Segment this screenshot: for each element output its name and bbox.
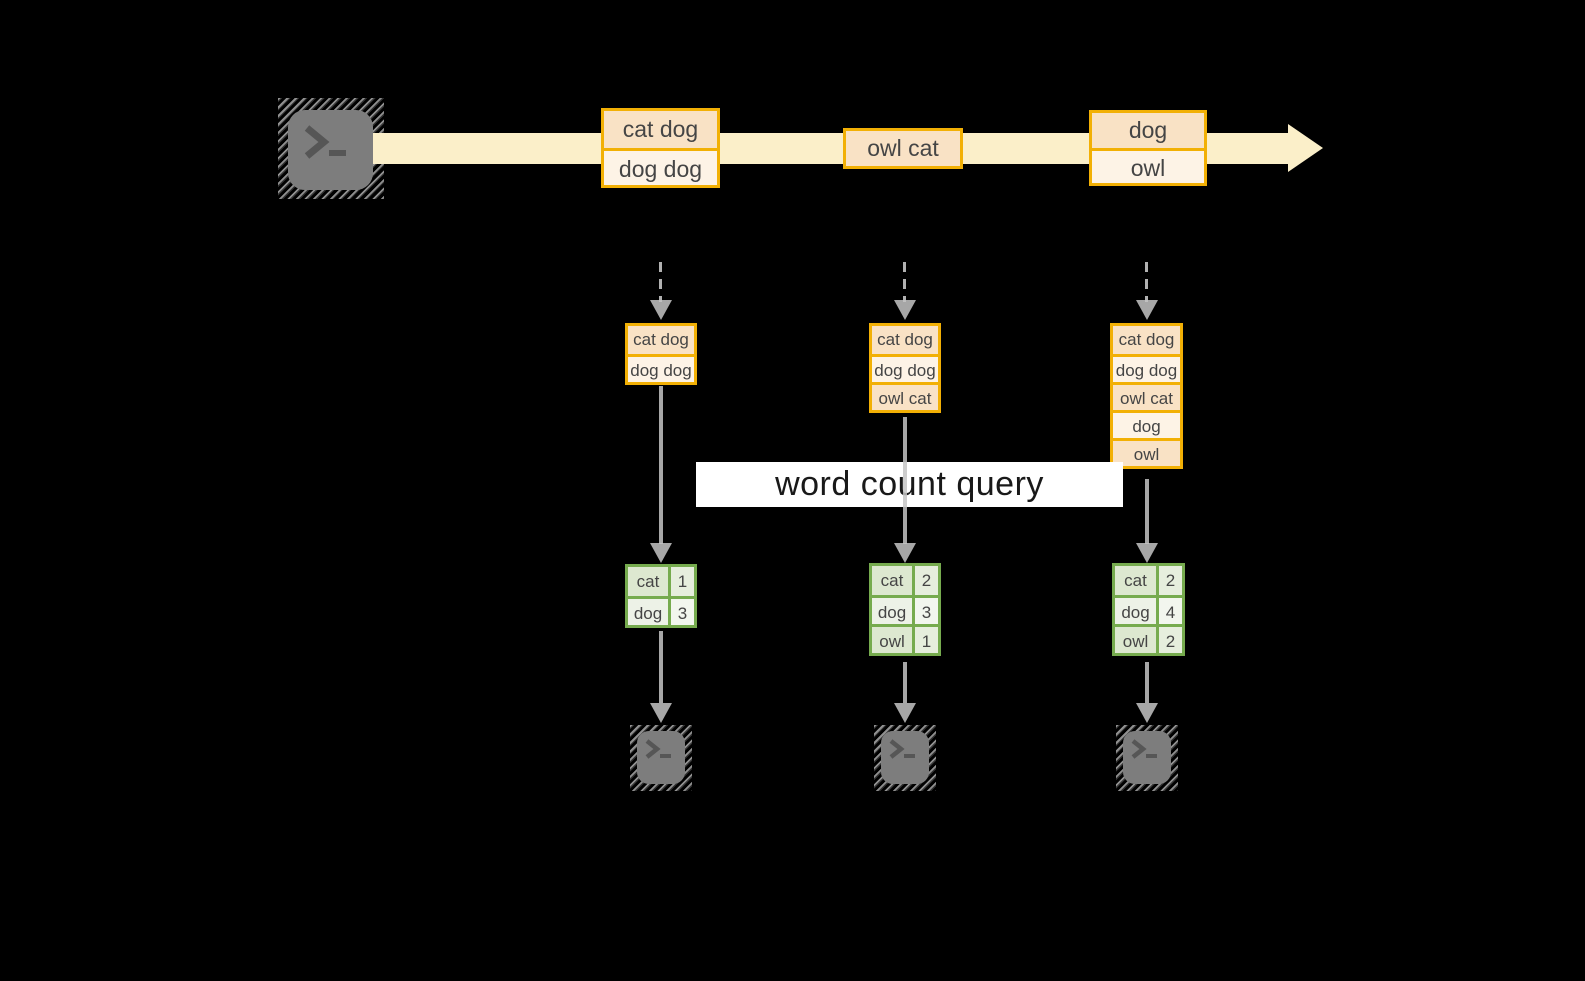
sink-terminal-icon-2 [874,725,936,791]
stream-batch-1: cat dog dog dog [601,108,720,188]
result-row: cat 1 [628,567,694,596]
result-word: cat [872,566,912,595]
result-word: cat [1115,566,1156,595]
batch-line: owl cat [846,131,960,166]
terminal-screen [637,731,685,784]
result-count: 3 [912,598,938,624]
arrowhead-icon [1136,300,1158,320]
prompt-icon [1131,739,1157,759]
sink-arrow-2 [903,662,907,703]
arrowhead-icon [1136,543,1158,563]
source-terminal-icon [278,98,384,199]
query-label: word count query [696,462,1123,507]
query-arrow-3 [1145,479,1149,544]
result-count: 4 [1156,598,1182,624]
result-count: 1 [668,567,694,596]
stream-batch-3: dog owl [1089,110,1207,186]
query-arrow-2 [903,417,907,544]
result-count: 2 [912,566,938,595]
state-line: dog dog [1113,354,1180,382]
state-line: cat dog [628,326,694,354]
terminal-screen [1123,731,1171,784]
query-label-text: word count query [775,465,1044,503]
result-row: dog 4 [1115,595,1182,624]
prompt-icon [304,125,346,159]
stream-arrowhead-icon [1288,124,1323,172]
sink-arrow-3 [1145,662,1149,703]
sink-arrow-1 [659,631,663,703]
result-count: 2 [1156,627,1182,653]
result-table-2: cat 2 dog 3 owl 1 [869,563,941,656]
state-stack-1: cat dog dog dog [625,323,697,385]
result-row: owl 2 [1115,624,1182,653]
terminal-screen [288,110,373,190]
batch-line: dog dog [604,148,717,185]
state-line: dog [1113,410,1180,438]
batch-line: dog [1092,113,1204,148]
result-table-3: cat 2 dog 4 owl 2 [1112,563,1185,656]
batch-line: owl [1092,148,1204,183]
state-line: cat dog [872,326,938,354]
batch-line: cat dog [604,111,717,148]
arrowhead-icon [894,543,916,563]
result-table-1: cat 1 dog 3 [625,564,697,628]
result-word: owl [872,627,912,653]
result-count: 2 [1156,566,1182,595]
result-word: dog [872,598,912,624]
microbatch-dashed-arrow-1 [659,262,662,302]
arrowhead-icon [650,703,672,723]
state-line: owl [1113,438,1180,466]
result-row: owl 1 [872,624,938,653]
result-row: dog 3 [872,595,938,624]
result-row: dog 3 [628,596,694,625]
arrowhead-icon [894,703,916,723]
result-row: cat 2 [872,566,938,595]
result-word: owl [1115,627,1156,653]
result-word: dog [628,599,668,625]
terminal-screen [881,731,929,784]
result-row: cat 2 [1115,566,1182,595]
prompt-icon [889,739,915,759]
state-line: dog dog [628,354,694,382]
microbatch-dashed-arrow-2 [903,262,906,302]
arrowhead-icon [650,543,672,563]
state-line: cat dog [1113,326,1180,354]
sink-terminal-icon-3 [1116,725,1178,791]
arrowhead-icon [1136,703,1158,723]
result-count: 1 [912,627,938,653]
state-line: dog dog [872,354,938,382]
query-arrow-1 [659,386,663,544]
state-line: owl cat [1113,382,1180,410]
sink-terminal-icon-1 [630,725,692,791]
state-line: owl cat [872,382,938,410]
microbatch-dashed-arrow-3 [1145,262,1148,302]
state-stack-3: cat dog dog dog owl cat dog owl [1110,323,1183,469]
state-stack-2: cat dog dog dog owl cat [869,323,941,413]
result-count: 3 [668,599,694,625]
stream-batch-2: owl cat [843,128,963,169]
result-word: cat [628,567,668,596]
arrowhead-icon [894,300,916,320]
arrowhead-icon [650,300,672,320]
result-word: dog [1115,598,1156,624]
prompt-icon [645,739,671,759]
